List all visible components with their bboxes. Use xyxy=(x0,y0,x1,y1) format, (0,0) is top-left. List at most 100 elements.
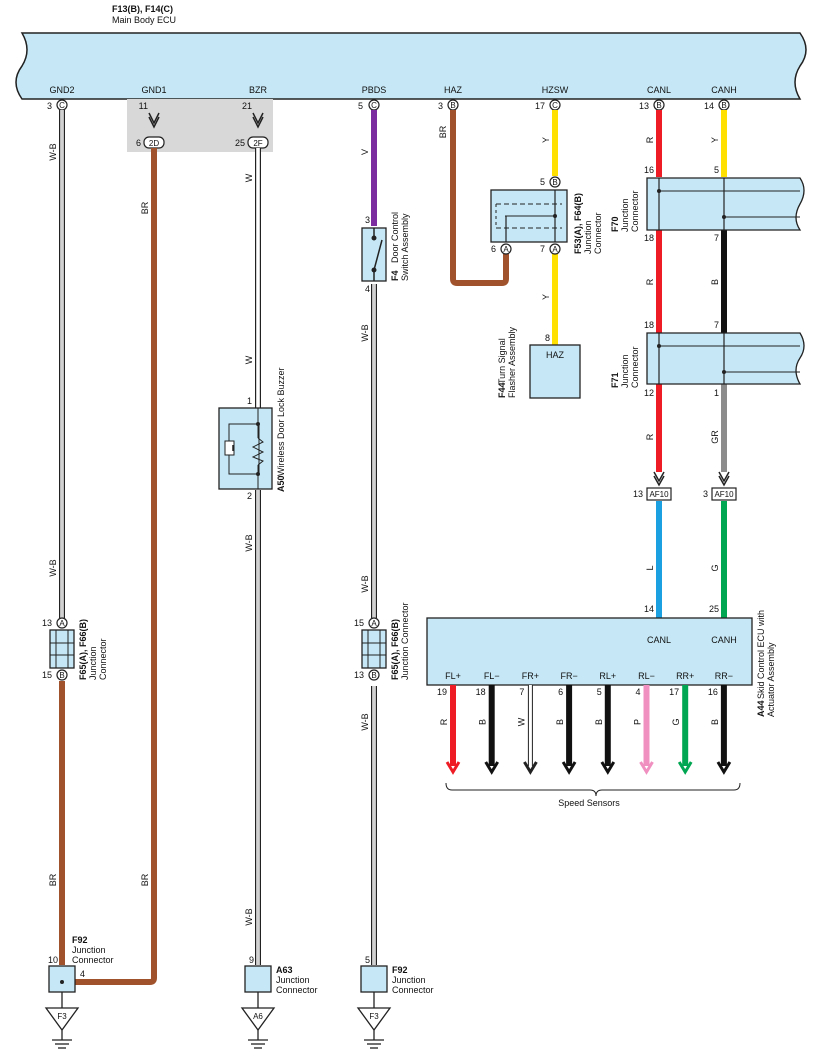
pin-conn-gnd2: C xyxy=(59,101,65,110)
svg-text:B: B xyxy=(59,671,64,680)
svg-text:B: B xyxy=(552,178,557,187)
f71-junction-connector: 18 7 12 1 F71 Junction Connector xyxy=(610,320,805,398)
svg-text:AF10: AF10 xyxy=(649,490,669,499)
svg-text:HAZ: HAZ xyxy=(546,350,565,360)
f53-name-line1: Junction xyxy=(583,220,593,254)
svg-text:R: R xyxy=(645,136,655,143)
svg-text:R: R xyxy=(645,433,655,440)
main-body-ecu-box xyxy=(15,32,807,100)
svg-text:W: W xyxy=(244,173,254,182)
svg-text:W: W xyxy=(244,355,254,364)
pin-conn-canh: B xyxy=(721,101,726,110)
svg-text:7: 7 xyxy=(714,233,719,243)
f53-junction-connector: B 5 A 6 A 7 F53(A), F64(B) Junction Conn… xyxy=(490,176,603,255)
pin-num-gnd2: 3 xyxy=(47,101,52,111)
svg-text:5: 5 xyxy=(540,177,545,187)
f44-name-line1: Turn Signal xyxy=(497,338,507,384)
svg-text:Wireless Door Lock Buzzer: Wireless Door Lock Buzzer xyxy=(276,367,286,476)
ecu-id: F13(B), F14(C) xyxy=(112,4,173,14)
speed-sensor-pin-name-7: RR− xyxy=(715,671,733,681)
f70-name-line1: Junction xyxy=(620,198,630,232)
f71-name-line2: Connector xyxy=(630,346,640,388)
svg-text:3: 3 xyxy=(365,215,370,225)
svg-text:F92: F92 xyxy=(392,965,408,975)
svg-text:F65(A), F66(B): F65(A), F66(B) xyxy=(78,619,88,680)
svg-text:A44: A44 xyxy=(756,700,766,717)
speed-sensor-pin-num-4: 5 xyxy=(597,687,602,697)
speed-sensors-bracket xyxy=(445,782,741,797)
svg-text:A: A xyxy=(371,619,377,628)
svg-text:14: 14 xyxy=(644,604,654,614)
pin-conn-pbds: C xyxy=(371,101,377,110)
svg-text:W-B: W-B xyxy=(360,324,370,341)
pin-name-gnd2: GND2 xyxy=(49,85,74,95)
speed-sensor-wire-color-0: R xyxy=(439,718,449,725)
speed-sensor-pin-num-1: 18 xyxy=(476,687,486,697)
speed-sensor-wire-2 xyxy=(523,685,538,775)
a44-name-line1: Skid Control ECU with xyxy=(756,610,766,699)
ground-a6: A6 xyxy=(240,992,276,1049)
f70-name-line2: Connector xyxy=(630,190,640,232)
a63-name-line1: Junction xyxy=(276,975,310,985)
speed-sensor-wire-5 xyxy=(639,685,654,775)
svg-text:12: 12 xyxy=(644,388,654,398)
svg-text:1: 1 xyxy=(714,388,719,398)
wire-labels: W-B BR W V BR Y R Y Y R B W W-B R GR W-B… xyxy=(48,125,720,925)
svg-text:F53(A), F64(B): F53(A), F64(B) xyxy=(573,193,583,254)
svg-text:4: 4 xyxy=(80,969,85,979)
pin-num-pbds: 5 xyxy=(358,101,363,111)
svg-text:9: 9 xyxy=(249,955,254,965)
pin-conn-canl: B xyxy=(656,101,661,110)
svg-text:13: 13 xyxy=(354,670,364,680)
inline-connector-2d: 2D 6 xyxy=(136,112,165,149)
svg-text:25: 25 xyxy=(235,138,245,148)
svg-text:BR: BR xyxy=(140,873,150,886)
pin-num-canl: 13 xyxy=(639,101,649,111)
svg-text:F92: F92 xyxy=(72,935,88,945)
svg-text:5: 5 xyxy=(714,165,719,175)
speed-sensor-pin-name-2: FR+ xyxy=(522,671,539,681)
pin-conn-hzsw: C xyxy=(552,101,558,110)
svg-text:8: 8 xyxy=(545,333,550,343)
speed-sensors-label: Speed Sensors xyxy=(558,798,620,808)
svg-text:F70: F70 xyxy=(610,216,620,232)
pin-name-canh: CANH xyxy=(711,85,737,95)
f71-name-line1: Junction xyxy=(620,354,630,388)
pin-name-hzsw: HZSW xyxy=(542,85,569,95)
svg-text:BR: BR xyxy=(48,873,58,886)
svg-text:1: 1 xyxy=(247,396,252,406)
speed-sensor-pin-num-5: 4 xyxy=(635,687,640,697)
f70-junction-connector: 16 5 18 7 F70 Junction Connector xyxy=(610,165,805,243)
svg-text:W-B: W-B xyxy=(48,143,58,160)
ground-f3-right: F3 xyxy=(356,992,392,1049)
speed-sensor-pin-name-3: FR− xyxy=(560,671,577,681)
svg-text:L: L xyxy=(645,565,655,570)
svg-text:Y: Y xyxy=(710,137,720,143)
svg-text:2F: 2F xyxy=(253,139,262,148)
a63-name-line2: Connector xyxy=(276,985,318,995)
f92-left-name-line2: Connector xyxy=(72,955,114,965)
speed-sensor-wire-color-7: B xyxy=(710,719,720,725)
f92-right-name-line1: Junction xyxy=(392,975,426,985)
speed-sensor-wire-color-2: W xyxy=(516,717,526,726)
pin-name-canl: CANL xyxy=(647,85,671,95)
a50-wireless-door-lock-buzzer: 1 2 A50 Wireless Door Lock Buzzer xyxy=(218,367,286,501)
svg-text:A6: A6 xyxy=(253,1012,263,1021)
svg-text:4: 4 xyxy=(365,284,370,294)
speed-sensor-wire-7 xyxy=(716,685,732,775)
pin-num-canh: 14 xyxy=(704,101,714,111)
pin-name-haz: HAZ xyxy=(444,85,463,95)
svg-text:Y: Y xyxy=(541,294,551,300)
svg-text:18: 18 xyxy=(644,233,654,243)
f65-junction-right: A 15 B 13 F65(A), F66(B) Junction Connec… xyxy=(354,602,410,681)
svg-text:15: 15 xyxy=(42,670,52,680)
f92-left-name-line1: Junction xyxy=(72,945,106,955)
speed-sensor-wires: FL+19RFL−18BFR+7WFR−6BRL+5BRL−4PRR+17GRR… xyxy=(437,671,733,775)
ecu-name: Main Body ECU xyxy=(112,15,176,25)
svg-text:A: A xyxy=(552,245,558,254)
f4-door-control-switch: 3 4 F4 Door Control Switch Assembly xyxy=(361,212,410,294)
svg-text:A: A xyxy=(59,619,65,628)
pin-name-bzr: BZR xyxy=(249,85,268,95)
inline-connector-2f: 2F 25 xyxy=(235,112,269,149)
